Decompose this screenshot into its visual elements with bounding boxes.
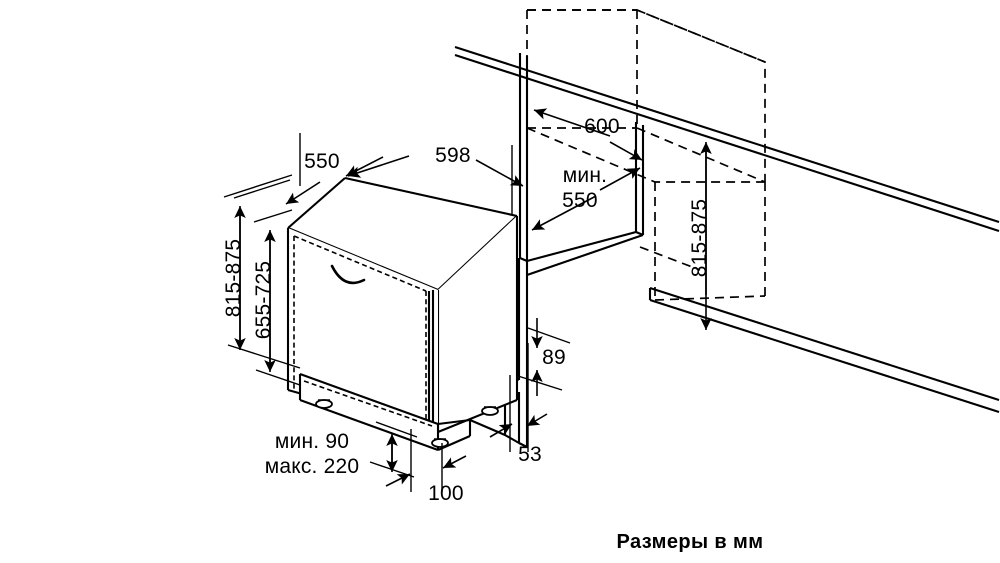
dim-label-655-725: 655-725 bbox=[252, 261, 275, 339]
cabinet-floor-slab bbox=[648, 287, 1000, 413]
dim-label-815-875-left: 815-875 bbox=[222, 239, 245, 317]
dim-label-550-depth: 550 bbox=[304, 150, 340, 173]
dimension-height-655-725: 655-725 bbox=[252, 209, 301, 386]
dimension-depth-550: 550 bbox=[233, 133, 384, 205]
adjustable-foot bbox=[315, 399, 333, 409]
dimension-width-598: 598 bbox=[347, 144, 524, 214]
dim-label-min-550: 550 bbox=[562, 189, 598, 212]
door-handle-icon bbox=[330, 264, 366, 285]
dimension-plinth-min-max: мин. 90 макс. 220 bbox=[265, 421, 418, 478]
dimension-worktop-600: 600 bbox=[533, 108, 643, 161]
worktop-slab bbox=[454, 46, 1000, 232]
units-caption: Размеры в мм bbox=[617, 531, 764, 553]
dim-label-598-width: 598 bbox=[435, 144, 471, 167]
dimension-height-815-875-left: 815-875 bbox=[222, 174, 301, 369]
dim-label-max-220: макс. 220 bbox=[265, 455, 360, 478]
dim-label-89: 89 bbox=[542, 346, 566, 369]
cabinet-inner-panel bbox=[525, 122, 645, 276]
dimension-niche-depth-min-550: мин. 550 bbox=[531, 164, 641, 231]
dimension-100: 100 bbox=[385, 429, 467, 505]
dim-label-600: 600 bbox=[584, 115, 620, 138]
adjustable-feet-group bbox=[315, 399, 499, 448]
dimension-89: 89 bbox=[517, 318, 571, 396]
adjustable-foot bbox=[481, 406, 499, 416]
dim-label-min-90: мин. 90 bbox=[275, 430, 349, 453]
cabinet-front-stile bbox=[517, 258, 529, 392]
dimension-53: 53 bbox=[489, 343, 548, 466]
dim-label-815-875-right: 815-875 bbox=[688, 199, 711, 277]
cabinet-niche-dashed bbox=[526, 9, 766, 301]
dim-label-min-word: мин. bbox=[563, 164, 607, 187]
dim-label-100: 100 bbox=[428, 482, 464, 505]
dimension-height-815-875-right: 815-875 bbox=[688, 142, 712, 330]
cabinet-side-panel-left bbox=[518, 53, 529, 262]
dim-label-53: 53 bbox=[518, 443, 542, 466]
adjustable-foot bbox=[431, 438, 449, 448]
